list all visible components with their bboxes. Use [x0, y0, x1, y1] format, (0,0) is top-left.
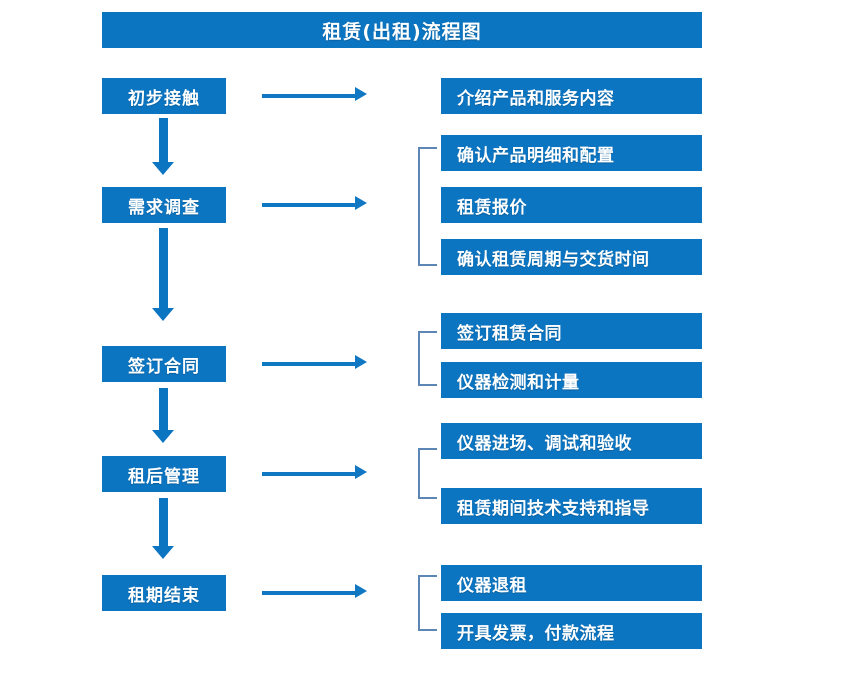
- link-arrow-4-shaft: [262, 472, 356, 476]
- flow-arrow-1-shaft: [159, 118, 168, 162]
- stage-node-4[interactable]: 租后管理: [102, 456, 226, 492]
- link-arrow-3-shaft: [262, 362, 356, 366]
- flow-arrow-3-head: [152, 430, 174, 443]
- flow-arrow-1-head: [152, 162, 174, 175]
- detail-node-g5-1[interactable]: 仪器退租: [441, 565, 702, 601]
- detail-node-g2-3[interactable]: 确认租赁周期与交货时间: [441, 239, 702, 275]
- detail-node-g3-2[interactable]: 仪器检测和计量: [441, 362, 702, 398]
- link-arrow-2-shaft: [262, 203, 356, 207]
- stage-node-2[interactable]: 需求调查: [102, 187, 226, 223]
- flow-arrow-4-shaft: [159, 498, 168, 546]
- detail-node-g2-2[interactable]: 租赁报价: [441, 187, 702, 223]
- group-bracket-2: [418, 147, 437, 266]
- detail-node-g4-2[interactable]: 租赁期间技术支持和指导: [441, 488, 702, 524]
- group-bracket-3: [418, 331, 437, 386]
- link-arrow-1-head: [355, 87, 367, 101]
- flow-arrow-2-shaft: [159, 228, 168, 308]
- stage-node-3[interactable]: 签订合同: [102, 346, 226, 382]
- detail-node-g5-2[interactable]: 开具发票，付款流程: [441, 613, 702, 649]
- detail-node-g1-1[interactable]: 介绍产品和服务内容: [441, 78, 702, 114]
- page-title: 租赁(出租)流程图: [102, 12, 702, 48]
- flow-arrow-4-head: [152, 546, 174, 559]
- link-arrow-1-shaft: [262, 94, 356, 98]
- flow-arrow-3-shaft: [159, 388, 168, 430]
- link-arrow-4-head: [355, 465, 367, 479]
- link-arrow-5-head: [355, 584, 367, 598]
- link-arrow-5-shaft: [262, 591, 356, 595]
- stage-node-1[interactable]: 初步接触: [102, 78, 226, 114]
- link-arrow-3-head: [355, 355, 367, 369]
- detail-node-g2-1[interactable]: 确认产品明细和配置: [441, 135, 702, 171]
- group-bracket-4: [418, 448, 437, 499]
- flow-arrow-2-head: [152, 308, 174, 321]
- detail-node-g4-1[interactable]: 仪器进场、调试和验收: [441, 423, 702, 459]
- detail-node-g3-1[interactable]: 签订租赁合同: [441, 313, 702, 349]
- group-bracket-5: [418, 575, 437, 631]
- link-arrow-2-head: [355, 196, 367, 210]
- stage-node-5[interactable]: 租期结束: [102, 575, 226, 611]
